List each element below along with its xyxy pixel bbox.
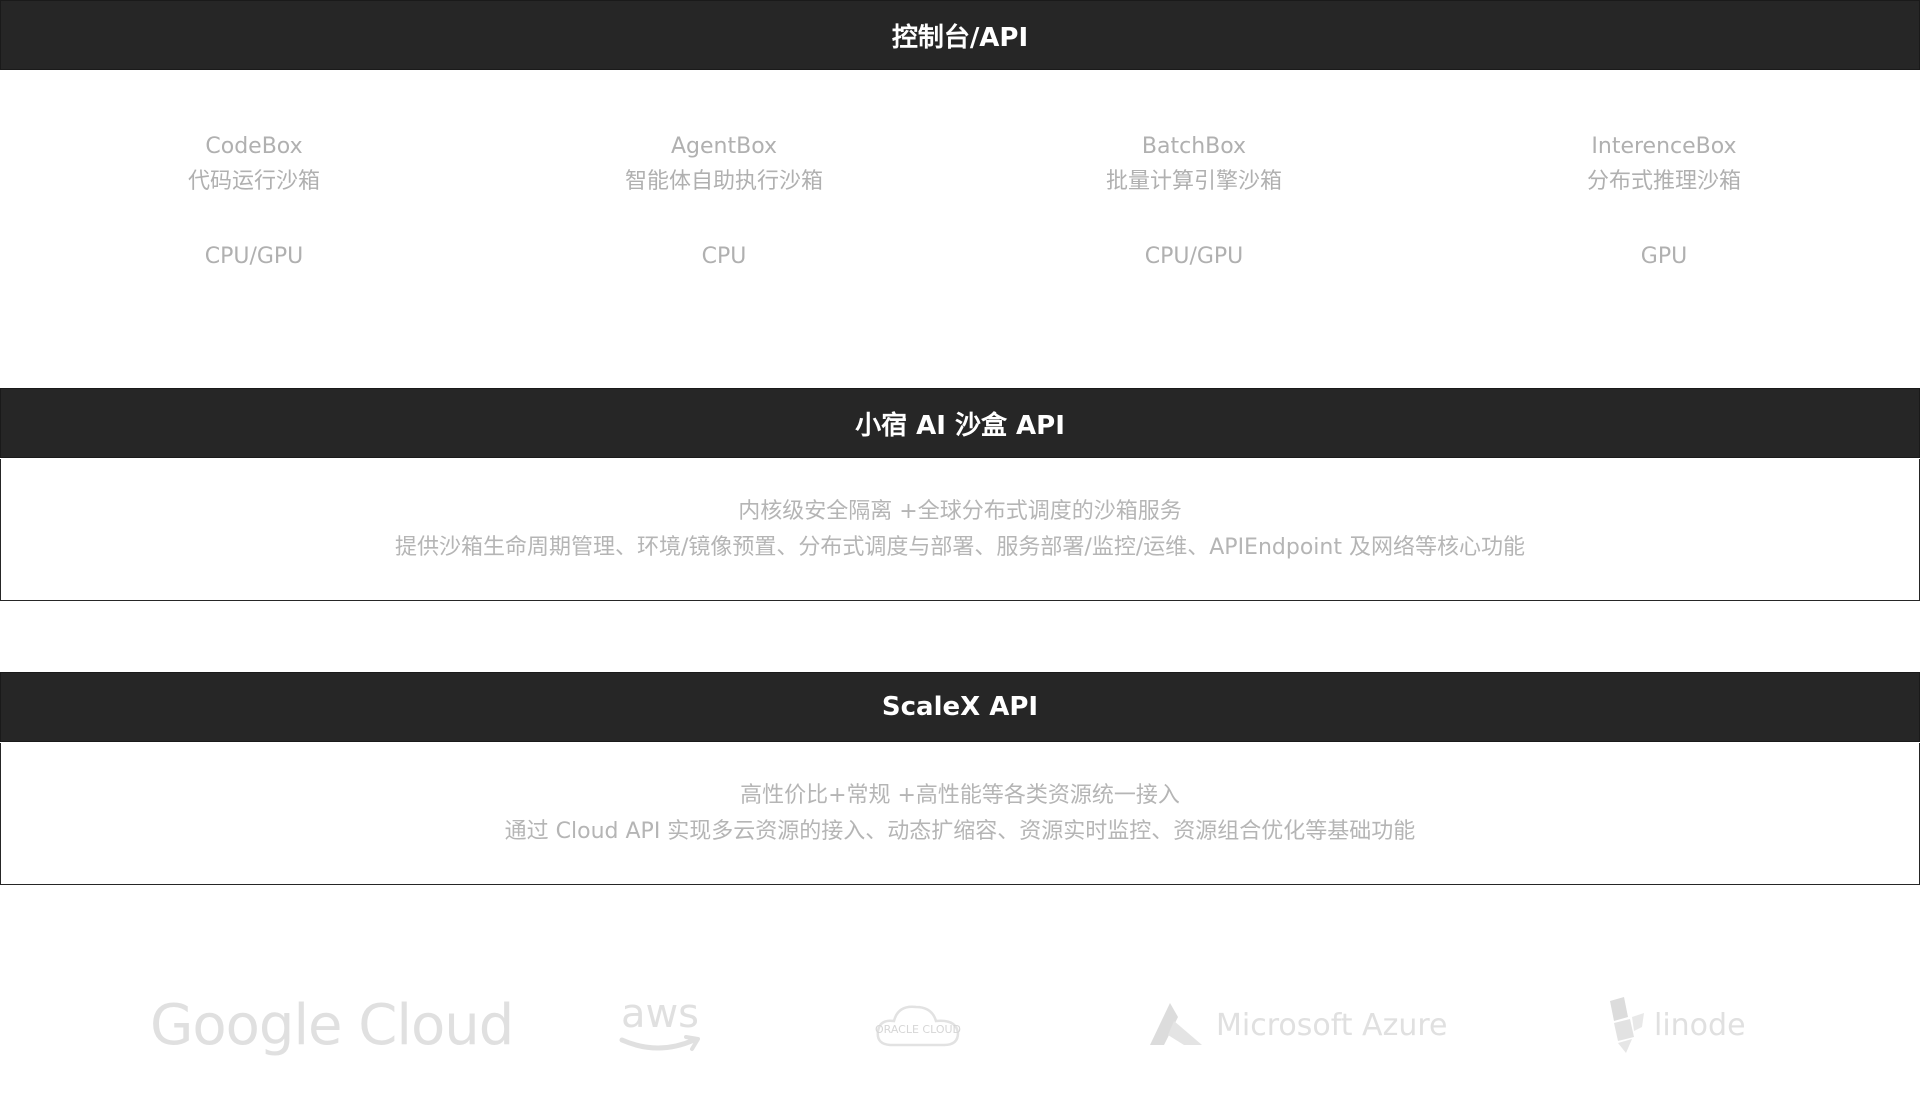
google-cloud-wordmark: Google Cloud xyxy=(150,992,514,1058)
sandbox-desc: 批量计算引擎沙箱 xyxy=(1105,169,1282,194)
linode-icon xyxy=(1610,997,1644,1053)
sandbox-name: AgentBox xyxy=(670,134,777,159)
sandbox-name: BatchBox xyxy=(1141,134,1247,159)
scalex-api-line1: 高性价比+常规 +高性能等各类资源统一接入 xyxy=(740,782,1180,808)
sandbox-desc: 代码运行沙箱 xyxy=(187,169,320,194)
sandbox-desc: 智能体自助执行沙箱 xyxy=(624,169,823,194)
console-api-title: 控制台/API xyxy=(891,22,1029,53)
sandbox-hardware: CPU/GPU xyxy=(204,244,304,269)
sandbox-api-bar: 小宿 AI 沙盒 API xyxy=(0,388,1920,458)
oracle-cloud-icon: ORACLE CLOUD xyxy=(875,1005,961,1047)
scalex-api-line2: 通过 Cloud API 实现多云资源的接入、动态扩缩容、资源实时监控、资源组合… xyxy=(504,818,1416,844)
oracle-cloud-logo: ORACLE CLOUD xyxy=(872,980,964,1070)
linode-wordmark: linode xyxy=(1654,1007,1746,1043)
aws-smile-icon xyxy=(619,1035,700,1051)
sandbox-card-interencebox: InterenceBox 分布式推理沙箱 GPU xyxy=(1464,130,1864,274)
sandbox-card-agentbox: AgentBox 智能体自助执行沙箱 CPU xyxy=(524,130,924,274)
sandbox-hardware: CPU xyxy=(701,244,747,269)
console-api-bar: 控制台/API xyxy=(0,0,1920,70)
sandbox-desc: 分布式推理沙箱 xyxy=(1586,169,1741,194)
aws-logo: aws xyxy=(618,980,702,1070)
azure-icon xyxy=(1150,1003,1202,1045)
azure-wordmark: Microsoft Azure xyxy=(1216,1007,1448,1043)
scalex-api-bar: ScaleX API xyxy=(0,672,1920,742)
microsoft-azure-logo: Microsoft Azure xyxy=(1144,980,1447,1070)
cloud-provider-logos: Google Cloud aws ORACLE CLOUD Microsoft … xyxy=(0,980,1920,1070)
sandbox-api-line1: 内核级安全隔离 +全球分布式调度的沙箱服务 xyxy=(738,498,1182,524)
sandbox-name: CodeBox xyxy=(205,134,303,159)
scalex-api-description: 高性价比+常规 +高性能等各类资源统一接入 通过 Cloud API 实现多云资… xyxy=(0,743,1920,885)
sandbox-api-line2: 提供沙箱生命周期管理、环境/镜像预置、分布式调度与部署、服务部署/监控/运维、A… xyxy=(395,534,1525,560)
scalex-api-title: ScaleX API xyxy=(881,692,1039,722)
sandbox-api-description: 内核级安全隔离 +全球分布式调度的沙箱服务 提供沙箱生命周期管理、环境/镜像预置… xyxy=(0,459,1920,601)
sandbox-card-codebox: CodeBox 代码运行沙箱 CPU/GPU xyxy=(54,130,454,274)
sandbox-card-batchbox: BatchBox 批量计算引擎沙箱 CPU/GPU xyxy=(994,130,1394,274)
sandbox-name: InterenceBox xyxy=(1591,134,1737,159)
sandbox-types: CodeBox 代码运行沙箱 CPU/GPU AgentBox 智能体自助执行沙… xyxy=(0,130,1920,290)
sandbox-hardware: CPU/GPU xyxy=(1144,244,1244,269)
sandbox-hardware: GPU xyxy=(1640,244,1688,269)
oracle-cloud-text: ORACLE CLOUD xyxy=(875,1023,961,1036)
google-cloud-logo: Google Cloud xyxy=(150,980,514,1070)
linode-logo: linode xyxy=(1604,980,1746,1070)
aws-wordmark: aws xyxy=(620,991,700,1037)
sandbox-api-title: 小宿 AI 沙盒 API xyxy=(855,410,1065,441)
